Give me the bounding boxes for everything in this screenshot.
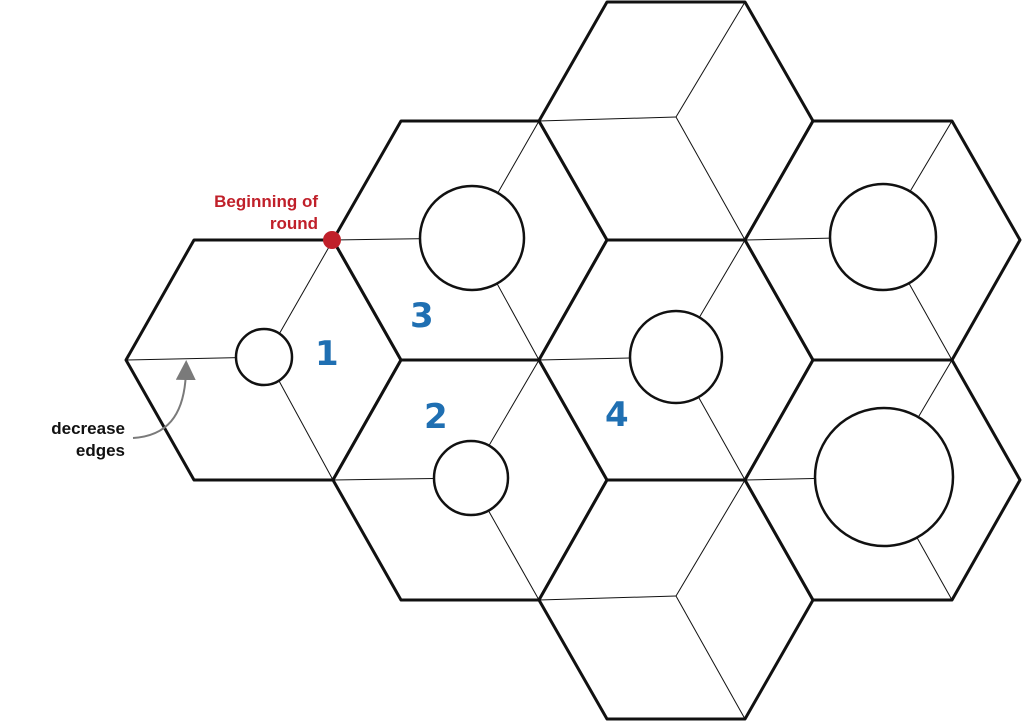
decrease-edges-label-line1: decrease <box>51 419 125 438</box>
spokes-top <box>538 1 746 241</box>
center-circle-right-upper <box>828 182 938 292</box>
center-circle-right-lower <box>813 406 955 548</box>
spokes-bottom <box>538 479 746 720</box>
center-circle-step-2 <box>432 439 510 517</box>
step-number-1: 1 <box>315 334 339 374</box>
center-circle-step-4 <box>628 309 724 405</box>
decrease-edges-arrow <box>132 360 196 439</box>
round-start-marker <box>323 231 341 249</box>
beginning-of-round-label-line2: round <box>270 214 318 233</box>
step-number-2: 2 <box>424 397 448 437</box>
center-circle-step-3 <box>418 184 526 292</box>
step-number-3: 3 <box>410 296 434 336</box>
beginning-of-round-label-line1: Beginning of <box>214 192 318 211</box>
center-circle-step-1 <box>234 327 294 387</box>
step-number-4: 4 <box>605 395 629 435</box>
decrease-edges-label-line2: edges <box>76 441 125 460</box>
